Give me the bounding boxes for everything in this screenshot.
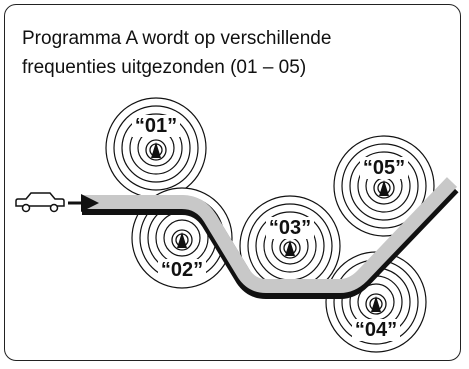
antenna-icon: “01” xyxy=(132,115,180,161)
coverage-ring xyxy=(333,135,435,237)
station-label-backing xyxy=(158,259,206,281)
antenna-mast xyxy=(379,180,389,196)
station-label-backing xyxy=(360,157,408,179)
signal-arc xyxy=(145,139,167,151)
antenna-icon: “04” xyxy=(352,293,400,341)
coverage-ring xyxy=(113,105,199,191)
station-label: “02” xyxy=(161,259,203,281)
coverage-ring xyxy=(121,113,191,183)
antenna-icon: “05” xyxy=(360,157,408,199)
signal-arc xyxy=(365,293,387,305)
coverage-ring xyxy=(163,219,201,257)
car-icon xyxy=(15,192,65,213)
station-label: “04” xyxy=(355,319,397,341)
coverage-ring xyxy=(341,143,427,229)
antenna-mast xyxy=(151,142,161,158)
signal-arc xyxy=(145,149,167,161)
station-label-backing xyxy=(352,319,400,341)
antenna-mast xyxy=(285,240,295,256)
caption-line-2: frequenties uitgezonden (01 – 05) xyxy=(22,57,307,78)
signal-arc xyxy=(365,303,387,315)
station-label: “01” xyxy=(135,115,177,137)
station-label-backing xyxy=(266,217,314,239)
antenna-mast xyxy=(177,232,187,248)
antenna-mast xyxy=(371,296,381,312)
signal-arc xyxy=(171,229,193,241)
signal-arc xyxy=(279,247,301,259)
station-label: “03” xyxy=(269,217,311,239)
signal-arc xyxy=(171,239,193,251)
coverage-ring xyxy=(349,151,419,221)
station-label-backing xyxy=(132,115,180,137)
signal-arc xyxy=(373,187,395,199)
road xyxy=(82,177,459,299)
caption-line-1: Programma A wordt op verschillende xyxy=(22,28,332,49)
station-label: “05” xyxy=(363,157,405,179)
coverage-ring xyxy=(131,187,233,289)
antennas: “01” “02” “03” “04” “05” xyxy=(132,115,408,341)
antenna-icon: “02” xyxy=(158,229,206,281)
diagram-caption: Programma A wordt op verschillende frequ… xyxy=(22,24,442,82)
antenna-icon: “03” xyxy=(266,217,314,259)
